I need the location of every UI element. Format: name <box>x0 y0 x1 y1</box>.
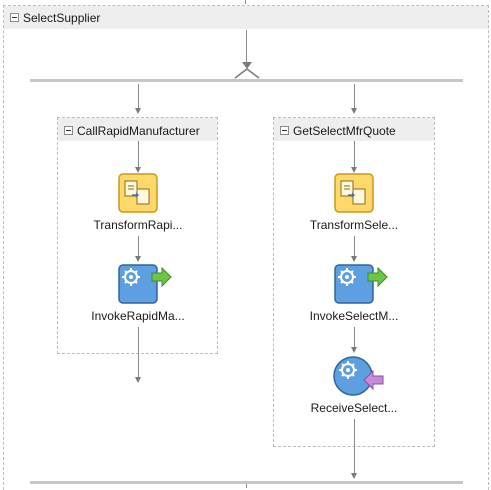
connector-line <box>354 419 355 473</box>
arrow-head <box>135 256 141 262</box>
scope-title: GetSelectMfrQuote <box>293 124 396 138</box>
connector-line <box>138 327 139 377</box>
arrow-head <box>135 167 141 173</box>
connector-line <box>354 236 355 256</box>
arrow-head <box>135 377 141 383</box>
connector-line <box>138 236 139 256</box>
scope-header <box>4 6 488 29</box>
activity-label: TransformRapi... <box>93 218 183 232</box>
scope-title: CallRapidManufacturer <box>77 124 200 138</box>
branch-connector <box>354 84 355 108</box>
scope-get-select-mfr-quote[interactable]: GetSelectMfrQuote <box>273 117 435 447</box>
collapse-icon[interactable] <box>280 126 289 135</box>
transform-icon[interactable] <box>118 173 158 213</box>
flow-split-bar <box>30 79 463 82</box>
scope-select-supplier[interactable]: SelectSupplier <box>3 5 489 490</box>
arrow-head <box>135 108 141 114</box>
invoke-icon[interactable] <box>334 264 388 306</box>
incoming-connector <box>245 0 246 4</box>
arrow-head <box>351 108 357 114</box>
activity-label: ReceiveSelect... <box>310 401 398 415</box>
invoke-icon[interactable] <box>118 264 172 306</box>
connector-line <box>354 141 355 167</box>
activity-label: InvokeSelectM... <box>309 309 399 323</box>
scope-title: SelectSupplier <box>23 11 101 25</box>
outgoing-connector <box>246 484 247 488</box>
scope-header <box>58 118 217 141</box>
receive-icon[interactable] <box>332 355 384 397</box>
flow-join-bar <box>30 481 463 484</box>
arrow-head <box>351 473 357 479</box>
connector-line <box>354 327 355 347</box>
connector-line <box>246 30 247 68</box>
transform-icon[interactable] <box>334 173 374 213</box>
scope-call-rapid-manufacturer[interactable]: CallRapidManufacturer <box>57 117 218 354</box>
flow-split-icon <box>234 62 260 79</box>
activity-label: InvokeRapidMa... <box>91 309 185 323</box>
collapse-icon[interactable] <box>64 126 73 135</box>
scope-header <box>274 118 434 141</box>
collapse-icon[interactable] <box>10 13 19 22</box>
arrow-head <box>351 347 357 353</box>
branch-connector <box>138 84 139 108</box>
arrow-head <box>351 167 357 173</box>
activity-label: TransformSele... <box>309 218 399 232</box>
connector-line <box>138 141 139 167</box>
arrow-head <box>351 256 357 262</box>
